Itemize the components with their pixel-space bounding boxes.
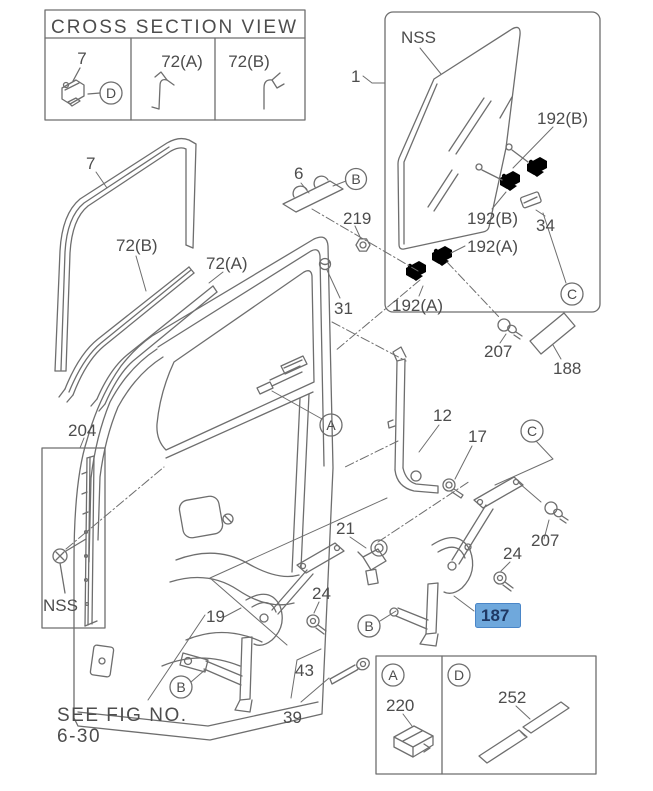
cross-section-72a-icon bbox=[151, 71, 175, 110]
ref-letter-b: B bbox=[351, 171, 360, 187]
callout-72b-cross-section[interactable]: 72(B) bbox=[228, 52, 270, 71]
callout-6[interactable]: 6 bbox=[294, 164, 303, 183]
callout-187[interactable]: 187 bbox=[481, 606, 509, 625]
ref-letter-d: D bbox=[106, 85, 116, 101]
callout-187-selected[interactable]: 187 bbox=[475, 603, 521, 628]
screw-207-lower-icon bbox=[544, 501, 569, 524]
screw-207-upper-icon bbox=[497, 318, 523, 340]
clip-220-icon bbox=[393, 725, 434, 758]
ref-letter-b: B bbox=[364, 618, 373, 634]
regulator-187-drawing bbox=[389, 476, 524, 647]
callout-21[interactable]: 21 bbox=[336, 519, 355, 538]
callout-1[interactable]: 1 bbox=[351, 67, 360, 86]
grommet-31-icon bbox=[318, 257, 332, 271]
callout-219[interactable]: 219 bbox=[343, 209, 371, 228]
door-seals bbox=[54, 137, 218, 412]
callout-207-lower[interactable]: 207 bbox=[531, 531, 559, 550]
nss-sash-label: NSS bbox=[43, 596, 78, 615]
strip-252-icon bbox=[478, 701, 570, 764]
ref-circle-b-regulator: B bbox=[357, 614, 381, 638]
callout-43[interactable]: 43 bbox=[295, 661, 314, 680]
ref-circle-c-mid: C bbox=[520, 419, 544, 443]
see-fig-note-line2: 6-30 bbox=[57, 726, 101, 747]
bolt-17-icon bbox=[442, 478, 464, 499]
callout-31[interactable]: 31 bbox=[334, 299, 353, 318]
callout-19[interactable]: 19 bbox=[206, 607, 225, 626]
callout-192b-mid[interactable]: 192(B) bbox=[467, 209, 518, 228]
ref-letter-a: A bbox=[326, 417, 336, 433]
ref-letter-a: A bbox=[388, 667, 398, 683]
callout-252[interactable]: 252 bbox=[498, 688, 526, 707]
callout-72b[interactable]: 72(B) bbox=[116, 236, 158, 255]
callout-39[interactable]: 39 bbox=[283, 708, 302, 727]
callout-24-right[interactable]: 24 bbox=[503, 544, 522, 563]
ref-letter-c: C bbox=[527, 423, 537, 439]
callout-192a-upper[interactable]: 192(A) bbox=[467, 237, 518, 256]
ref-circle-c-top: C bbox=[560, 282, 584, 306]
sash-204-box bbox=[41, 447, 106, 629]
callout-192a-lower[interactable]: 192(A) bbox=[392, 296, 443, 315]
ref-circle-d-legend: D bbox=[447, 663, 471, 687]
callout-12[interactable]: 12 bbox=[433, 406, 452, 425]
center-lines bbox=[65, 208, 501, 550]
bolt-24-left-icon bbox=[306, 614, 327, 635]
labels: CROSS SECTION VIEW 7 72(A) 72(B) 1 NSS 1… bbox=[43, 17, 588, 747]
glass-clamp-192-icons bbox=[406, 143, 547, 281]
door-glass-drawing bbox=[397, 26, 521, 250]
ref-letter-c: C bbox=[567, 286, 577, 302]
plate-188-icon bbox=[529, 312, 576, 355]
callout-187-highlight[interactable] bbox=[475, 603, 521, 628]
nss-glass-label: NSS bbox=[401, 28, 436, 47]
callout-72a[interactable]: 72(A) bbox=[206, 254, 248, 273]
ref-circle-a-door: A bbox=[319, 413, 343, 437]
ref-letter-d: D bbox=[454, 667, 464, 683]
ref-letter-b: B bbox=[176, 679, 185, 695]
callout-220[interactable]: 220 bbox=[386, 696, 414, 715]
rail-12-drawing bbox=[387, 346, 439, 494]
cross-section-part-7-icon bbox=[61, 67, 101, 107]
legend-box bbox=[375, 655, 597, 775]
callout-72a-cross-section[interactable]: 72(A) bbox=[161, 52, 203, 71]
callout-17[interactable]: 17 bbox=[468, 427, 487, 446]
cross-section-box bbox=[44, 9, 306, 121]
see-fig-note-line1: SEE FIG NO. bbox=[57, 705, 188, 726]
cross-section-72b-icon bbox=[263, 72, 285, 110]
ref-circle-d-cross-section: D bbox=[99, 81, 123, 105]
callout-7-cross-section[interactable]: 7 bbox=[77, 49, 86, 68]
run-channel-7-drawing bbox=[54, 137, 197, 372]
ref-circle-a-legend: A bbox=[381, 663, 405, 687]
cross-section-title: CROSS SECTION VIEW bbox=[51, 17, 298, 38]
glass-assembly-box bbox=[384, 11, 601, 355]
callout-188[interactable]: 188 bbox=[553, 359, 581, 378]
reference-circles: D B C A C B B A bbox=[99, 81, 584, 699]
callout-7[interactable]: 7 bbox=[86, 154, 95, 173]
regulator-19-drawing bbox=[179, 542, 345, 713]
ref-circle-b-top: B bbox=[344, 167, 368, 191]
bracket-6-drawing bbox=[282, 175, 344, 213]
nut-219-icon bbox=[355, 238, 371, 252]
spacer-34-icon bbox=[519, 191, 542, 209]
seal-72b-drawing bbox=[58, 266, 195, 403]
seal-72a-drawing bbox=[90, 285, 218, 412]
callout-192b-top[interactable]: 192(B) bbox=[537, 109, 588, 128]
callout-207-upper[interactable]: 207 bbox=[484, 342, 512, 361]
latch-21-drawing bbox=[357, 539, 388, 586]
handle-39-drawing bbox=[329, 657, 370, 685]
ref-circle-b-bottom: B bbox=[169, 675, 193, 699]
bolt-24-right-icon bbox=[493, 571, 514, 592]
leader-lines bbox=[79, 47, 567, 727]
callout-34[interactable]: 34 bbox=[536, 216, 555, 235]
callout-204[interactable]: 204 bbox=[68, 421, 96, 440]
callout-24-left[interactable]: 24 bbox=[312, 584, 331, 603]
